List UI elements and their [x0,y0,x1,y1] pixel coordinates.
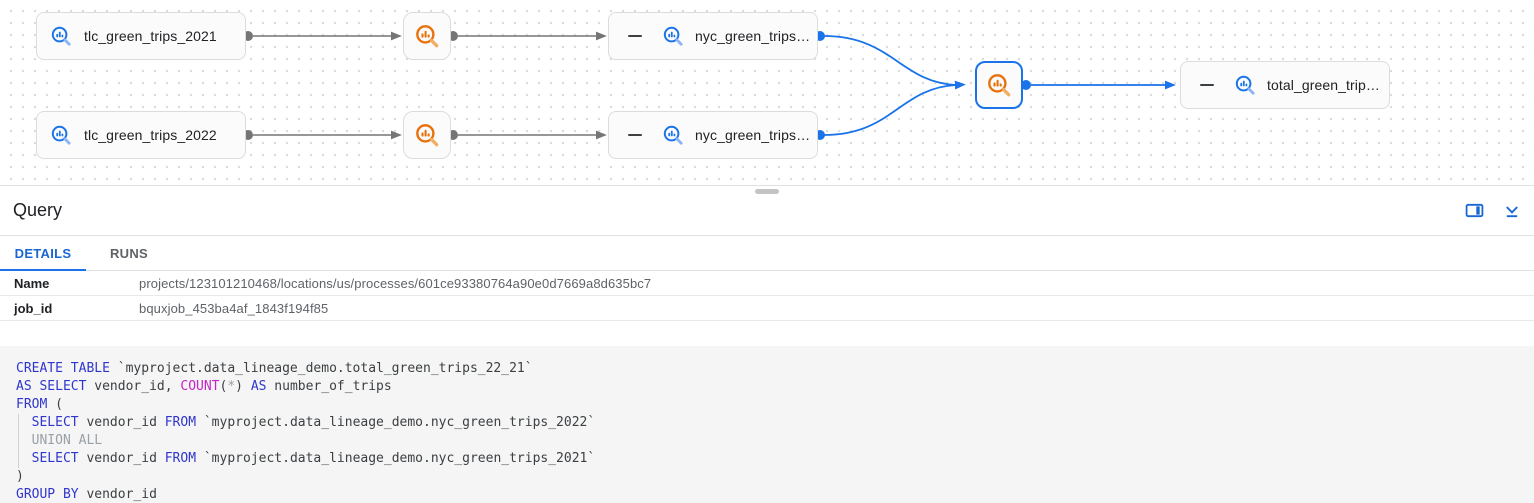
tab-runs[interactable]: RUNS [109,245,149,261]
lineage-graph-canvas[interactable]: tlc_green_trips_2021 tlc_green_trips_202… [0,0,1534,186]
field-label: job_id [14,300,53,316]
field-value: bquxjob_453ba4af_1843f194f85 [139,300,329,316]
process-node-2[interactable] [403,111,451,159]
bigquery-job-search-icon [414,122,440,148]
table-node-label: tlc_green_trips_2022 [84,127,217,143]
indent-guide [18,414,19,432]
bigquery-job-search-icon [414,23,440,49]
panel-header: Query [0,186,1534,236]
field-label: Name [14,275,50,291]
table-node-tlc-green-trips-2022[interactable]: tlc_green_trips_2022 [36,111,246,159]
sql-code-line: GROUP BY vendor_id [16,487,157,502]
sql-code-line: ) [16,469,24,484]
field-row-name: Name projects/123101210468/locations/us/… [0,271,1534,296]
table-node-label: total_green_trip… [1267,77,1380,93]
process-node-selected-query[interactable] [975,61,1023,109]
collapse-columns-icon[interactable] [1200,83,1214,87]
query-details-panel: Query DETAILS RUNS [0,186,1534,503]
panel-tabbar: DETAILS RUNS [0,236,1534,271]
panel-resize-handle[interactable] [755,189,779,194]
bigquery-table-search-icon [1234,74,1256,96]
table-node-nyc-green-trips-2021[interactable]: nyc_green_trips… [608,12,818,60]
sql-query-code: CREATE TABLE `myproject.data_lineage_dem… [0,346,1534,503]
details-fields: Name projects/123101210468/locations/us/… [0,271,1534,321]
indent-guide [18,432,19,450]
sql-code-line: SELECT vendor_id FROM `myproject.data_li… [16,450,1518,468]
bigquery-table-search-icon [50,124,72,146]
collapse-columns-icon[interactable] [628,133,642,137]
dock-side-icon[interactable] [1464,201,1484,221]
panel-title: Query [13,200,63,220]
indent-guide [18,450,19,468]
collapse-columns-icon[interactable] [628,34,642,38]
field-value: projects/123101210468/locations/us/proce… [139,275,652,291]
table-node-label: nyc_green_trips… [695,127,811,143]
sql-code-line: AS SELECT vendor_id, COUNT(*) AS number_… [16,379,392,394]
table-node-label: nyc_green_trips… [695,28,811,44]
process-node-1[interactable] [403,12,451,60]
sql-code-line: CREATE TABLE `myproject.data_lineage_dem… [16,361,533,376]
collapse-panel-icon[interactable] [1502,201,1522,221]
table-node-label: tlc_green_trips_2021 [84,28,217,44]
bigquery-table-search-icon [662,124,684,146]
bigquery-job-search-icon [986,72,1012,98]
sql-code-line: FROM ( [16,397,63,412]
table-node-tlc-green-trips-2021[interactable]: tlc_green_trips_2021 [36,12,246,60]
tab-details[interactable]: DETAILS [0,236,86,271]
panel-header-icons [1464,201,1522,221]
field-row-job-id: job_id bquxjob_453ba4af_1843f194f85 [0,296,1534,321]
sql-code-line: SELECT vendor_id FROM `myproject.data_li… [16,414,1518,432]
bigquery-table-search-icon [662,25,684,47]
sql-code-line: UNION ALL [16,432,1518,450]
bigquery-table-search-icon [50,25,72,47]
table-node-nyc-green-trips-2022[interactable]: nyc_green_trips… [608,111,818,159]
table-node-total-green-trips[interactable]: total_green_trip… [1180,61,1390,109]
